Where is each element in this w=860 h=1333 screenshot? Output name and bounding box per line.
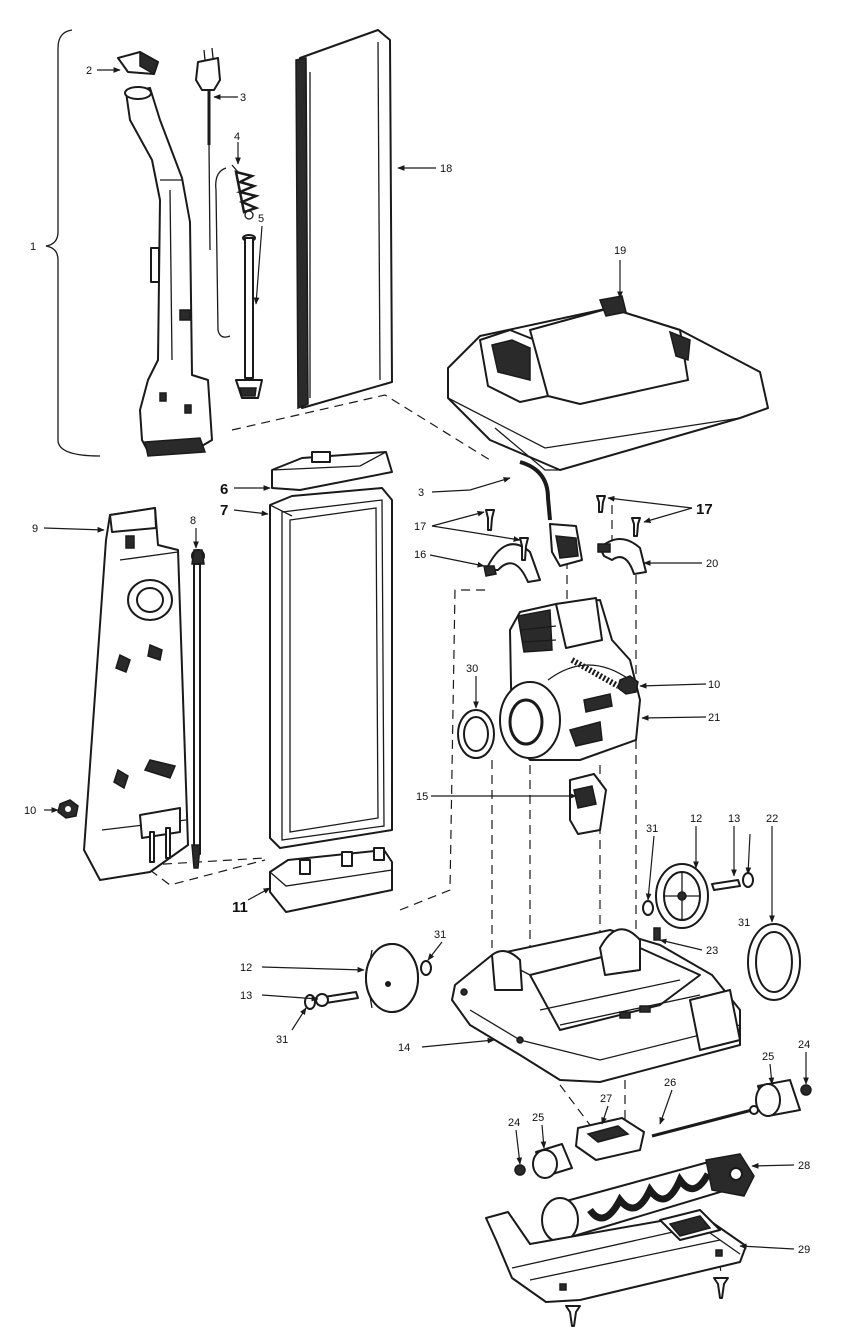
screws-17: [485, 495, 641, 561]
callout-29: 29: [798, 1244, 810, 1256]
small-clip-23: [653, 927, 661, 941]
bag-clip: [569, 773, 607, 835]
callout-24-left: 24: [508, 1117, 520, 1129]
callout-31-axle-left: 31: [276, 1034, 288, 1046]
handle-spring: [215, 164, 260, 338]
callout-12-left: 12: [240, 962, 252, 974]
callout-30: 30: [466, 663, 478, 675]
callout-31-wheel-left: 31: [434, 929, 446, 941]
callout-11: 11: [232, 899, 248, 916]
drive-belt: [747, 923, 801, 1001]
motor-mount-bracket-right: [597, 538, 647, 575]
callout-25-left: 25: [532, 1112, 544, 1124]
callout-5: 5: [258, 213, 264, 225]
rear-handle-housing: [83, 507, 189, 881]
brush-end-caps: [532, 1079, 801, 1179]
callout-6: 6: [220, 481, 228, 498]
handle-release-rod: [235, 234, 263, 399]
callout-17-left: 17: [414, 521, 426, 533]
end-cap-screws: [514, 1084, 812, 1176]
callout-1: 1: [30, 241, 36, 253]
leader-lines: [43, 67, 809, 1250]
callout-31-axle-right: 31: [738, 917, 750, 929]
callout-13-right: 13: [728, 813, 740, 825]
rear-wheel-right: [655, 863, 709, 929]
base-nozzle-body: [451, 928, 741, 1083]
outer-bag-panel: [295, 29, 393, 410]
axle-pins: [315, 879, 741, 1007]
callout-3-motor-cord: 3: [418, 487, 424, 499]
callout-24-right: 24: [798, 1039, 810, 1051]
motor-power-cord: [519, 460, 583, 567]
callout-23: 23: [706, 945, 718, 957]
hex-nut-right: [617, 675, 639, 695]
callout-15: 15: [416, 791, 428, 803]
callout-3-cord: 3: [240, 92, 246, 104]
washers-31: [304, 872, 754, 1010]
dust-bag: [269, 487, 393, 849]
callout-21: 21: [708, 712, 720, 724]
callout-14: 14: [398, 1042, 410, 1054]
callout-9: 9: [32, 523, 38, 535]
callout-26: 26: [664, 1077, 676, 1089]
rear-wheel-left: [365, 943, 419, 1016]
bag-bottom-cup: [269, 847, 393, 913]
agitator-brush-roll: [541, 1153, 755, 1243]
callout-16: 16: [414, 549, 426, 561]
callout-2: 2: [86, 65, 92, 77]
callout-12-right: 12: [690, 813, 702, 825]
upper-handle: [124, 86, 213, 457]
brush-shaft: [651, 1105, 759, 1138]
brush-bracket: [575, 1117, 645, 1161]
handle-assembly-brace: [45, 29, 101, 457]
callout-8: 8: [190, 515, 196, 527]
nozzle-hood: [447, 295, 769, 471]
callout-22: 22: [766, 813, 778, 825]
callout-7: 7: [220, 502, 228, 519]
bag-top-cap: [271, 451, 393, 491]
callout-13-left: 13: [240, 990, 252, 1002]
callout-10-left: 10: [24, 805, 36, 817]
callout-numbers: 1 2 3 4 5 18 19 6 7 8 9 3 17 16 17 20 10…: [24, 65, 810, 1256]
callout-27: 27: [600, 1093, 612, 1105]
callout-10-right: 10: [708, 679, 720, 691]
motor-mount-bracket-left: [483, 543, 541, 583]
hex-nut-left: [57, 799, 79, 819]
callout-4: 4: [234, 131, 240, 143]
handle-grip-cap: [117, 50, 159, 76]
bottom-plate: [485, 1209, 747, 1303]
callout-20: 20: [706, 558, 718, 570]
belt-ring: [457, 709, 495, 759]
callout-17-right: 17: [696, 501, 713, 518]
assembly-guide-lines: [147, 394, 723, 1291]
power-cord-plug: [195, 47, 221, 251]
motor-assembly: [499, 597, 641, 761]
callout-31-wheel-right: 31: [646, 823, 658, 835]
callout-19: 19: [614, 245, 626, 257]
callout-28: 28: [798, 1160, 810, 1172]
plate-screws: [565, 1277, 729, 1327]
callout-25-right: 25: [762, 1051, 774, 1063]
callout-18: 18: [440, 163, 452, 175]
wand-rod: [191, 549, 205, 869]
